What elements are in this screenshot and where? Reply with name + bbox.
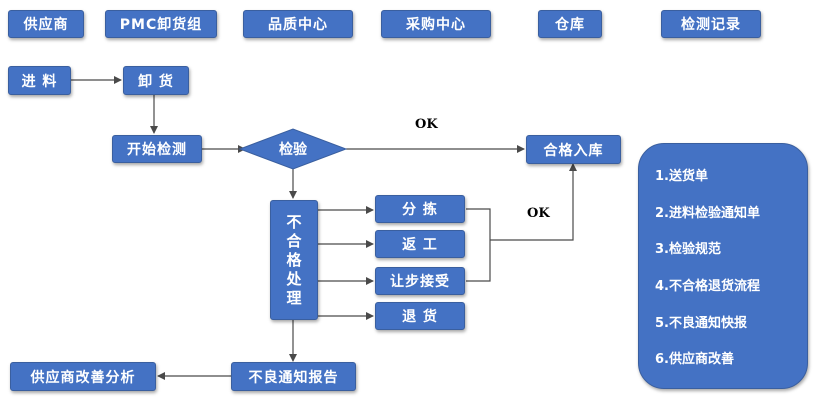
document-item: 4.不合格退货流程 — [655, 279, 760, 294]
ok-label-top: OK — [415, 117, 438, 132]
bracket-sort-concession — [466, 208, 491, 282]
inspection-documents-panel: 1.送货单 2.进料检验通知单 3.检验规范 4.不合格退货流程 5.不良通知快… — [638, 143, 808, 389]
step-qualified-storage: 合格入库 — [526, 135, 621, 164]
document-item: 2.进料检验通知单 — [655, 206, 760, 221]
step-concession-acceptance: 让步接受 — [375, 267, 465, 295]
decision-diamond — [238, 128, 348, 170]
header-supplier: 供应商 — [8, 10, 84, 38]
document-item: 1.送货单 — [655, 169, 708, 184]
header-pmc-unloading-group: PMC卸货组 — [105, 10, 217, 38]
step-nonconforming-handling: 不 合 格 处 理 — [270, 200, 318, 320]
nonconforming-char: 合 — [286, 231, 302, 250]
arrow-ok-to-storage — [490, 163, 577, 241]
decision-label: 检验 — [279, 141, 308, 158]
document-item: 3.检验规范 — [655, 242, 721, 257]
nonconforming-char: 处 — [286, 269, 302, 288]
step-defect-notice-report: 不良通知报告 — [231, 362, 356, 391]
inspect-decision: 检验 — [238, 128, 348, 170]
step-rework: 返 工 — [375, 230, 465, 258]
header-warehouse: 仓库 — [538, 10, 602, 38]
header-inspection-record: 检测记录 — [661, 10, 761, 38]
step-unload: 卸 货 — [123, 66, 189, 95]
header-quality-center: 品质中心 — [243, 10, 353, 38]
step-return-goods: 退 货 — [375, 302, 465, 330]
nonconforming-char: 理 — [286, 288, 302, 307]
nonconforming-char: 格 — [286, 250, 302, 269]
step-incoming: 进 料 — [8, 66, 71, 95]
nonconforming-char: 不 — [286, 212, 302, 231]
step-sort: 分 拣 — [375, 195, 465, 223]
document-item: 5.不良通知快报 — [655, 316, 747, 331]
header-purchasing-center: 采购中心 — [381, 10, 491, 38]
step-start-inspection: 开始检测 — [112, 135, 202, 163]
step-supplier-improvement-analysis: 供应商改善分析 — [10, 362, 156, 391]
document-item: 6.供应商改善 — [655, 352, 734, 367]
ok-label-right: OK — [527, 206, 550, 221]
